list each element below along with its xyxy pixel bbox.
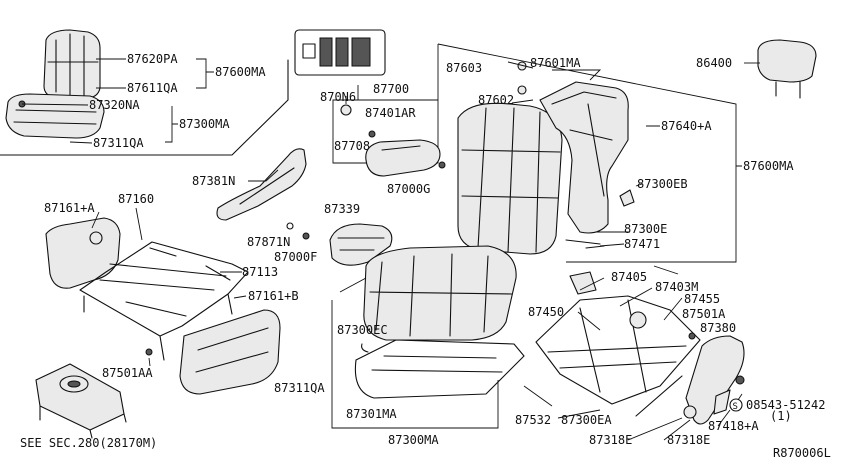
label-card-block <box>335 37 349 67</box>
label-87000f: 87000F <box>274 250 317 264</box>
label-08543-qty: (1) <box>770 409 792 423</box>
label-87455: 87455 <box>684 292 720 306</box>
adjuster-group <box>523 265 745 441</box>
label-86400: 86400 <box>696 56 732 70</box>
label-87871n: 87871N <box>247 235 290 249</box>
nut-icon <box>340 104 352 116</box>
seat-frame-group <box>45 207 281 395</box>
bushing-icon <box>89 231 103 245</box>
pad-group <box>286 222 393 266</box>
side-shield-right <box>685 335 745 425</box>
part-labels: 87620PA 87611QA 87600MA 87320NA 87311QA … <box>20 52 831 460</box>
seat-cushion-group <box>331 245 525 429</box>
clip-icon <box>517 85 527 95</box>
label-87300ec: 87300EC <box>337 323 388 337</box>
bolt-icon <box>368 130 376 138</box>
label-87602: 87602 <box>478 93 514 107</box>
label-87300eb: 87300EB <box>637 177 688 191</box>
label-87403m: 87403M <box>655 280 698 294</box>
screw-icon <box>302 232 310 240</box>
label-87381n: 87381N <box>192 174 235 188</box>
bolt-icon <box>688 332 696 340</box>
side-cover-left <box>45 217 121 289</box>
inset-seat-illustration <box>5 29 105 139</box>
label-87600ma: 87600MA <box>743 159 794 173</box>
label-87611qa: 87611QA <box>127 81 178 95</box>
side-trim <box>216 148 307 221</box>
label-card-frame <box>294 29 386 76</box>
label-see-section: SEE SEC.280(28170M) <box>20 436 157 450</box>
label-87501aa: 87501AA <box>102 366 153 380</box>
label-87000g: 87000G <box>387 182 430 196</box>
label-87418a: 87418+A <box>708 419 759 433</box>
seat-frame <box>79 241 249 337</box>
seatback-group <box>437 43 742 263</box>
label-87640a: 87640+A <box>661 119 712 133</box>
label-87471: 87471 <box>624 237 660 251</box>
label-87311qa: 87311QA <box>274 381 325 395</box>
headrest <box>744 39 817 99</box>
label-87161b: 87161+B <box>248 289 299 303</box>
gear-icon <box>629 311 647 329</box>
label-87603: 87603 <box>446 61 482 75</box>
label-08543: 08543-51242 <box>746 398 825 412</box>
label-87311qa-inset: 87311QA <box>93 136 144 150</box>
motor-assembly <box>35 363 127 439</box>
inset-region <box>0 29 289 156</box>
seatback-frame <box>539 81 629 234</box>
label-87300e: 87300E <box>624 222 667 236</box>
armrest <box>365 139 441 177</box>
label-87160: 87160 <box>118 192 154 206</box>
label-87601ma: 87601MA <box>530 56 581 70</box>
label-87318e-a: 87318E <box>589 433 632 447</box>
label-87161a: 87161+A <box>44 201 95 215</box>
screw-symbol-icon <box>729 398 743 412</box>
label-870n6: 870N6 <box>320 90 356 104</box>
pad <box>329 223 393 266</box>
label-87501a: 87501A <box>682 307 726 321</box>
label-87113: 87113 <box>242 265 278 279</box>
seatback-clip <box>619 189 635 207</box>
diagram-code: R870006L <box>773 446 831 460</box>
label-87339: 87339 <box>324 202 360 216</box>
label-87600ma-inset: 87600MA <box>215 65 266 79</box>
label-87300ea: 87300EA <box>561 413 612 427</box>
screw-icon <box>735 375 745 385</box>
label-card-block <box>302 43 316 59</box>
hook-icon <box>286 222 294 230</box>
inset-border <box>0 59 289 156</box>
screw-icon <box>438 161 446 169</box>
label-87401ar: 87401AR <box>365 106 416 120</box>
knob-icon <box>683 405 697 419</box>
label-87532: 87532 <box>515 413 551 427</box>
label-87405: 87405 <box>611 270 647 284</box>
bolt-icon <box>145 348 153 356</box>
label-card <box>294 29 386 76</box>
label-87300ma: 87300MA <box>388 433 439 447</box>
label-87300ma-inset: 87300MA <box>179 117 230 131</box>
screw-symbol-glyph: S <box>733 402 738 412</box>
label-87301ma: 87301MA <box>346 407 397 421</box>
cushion-pan <box>354 339 525 399</box>
motor-drum <box>59 375 89 393</box>
label-87450: 87450 <box>528 305 564 319</box>
seatback-cushion <box>457 102 563 255</box>
label-87380: 87380 <box>700 321 736 335</box>
side-cover-right <box>179 309 281 395</box>
seat-adjuster <box>535 295 701 405</box>
armrest-group <box>332 85 446 177</box>
label-87708: 87708 <box>334 139 370 153</box>
label-87320na: 87320NA <box>89 98 140 112</box>
label-card-block <box>319 37 333 67</box>
label-card-block <box>351 37 371 67</box>
label-87620pa: 87620PA <box>127 52 178 66</box>
label-87318e-b: 87318E <box>667 433 710 447</box>
label-87700: 87700 <box>373 82 409 96</box>
